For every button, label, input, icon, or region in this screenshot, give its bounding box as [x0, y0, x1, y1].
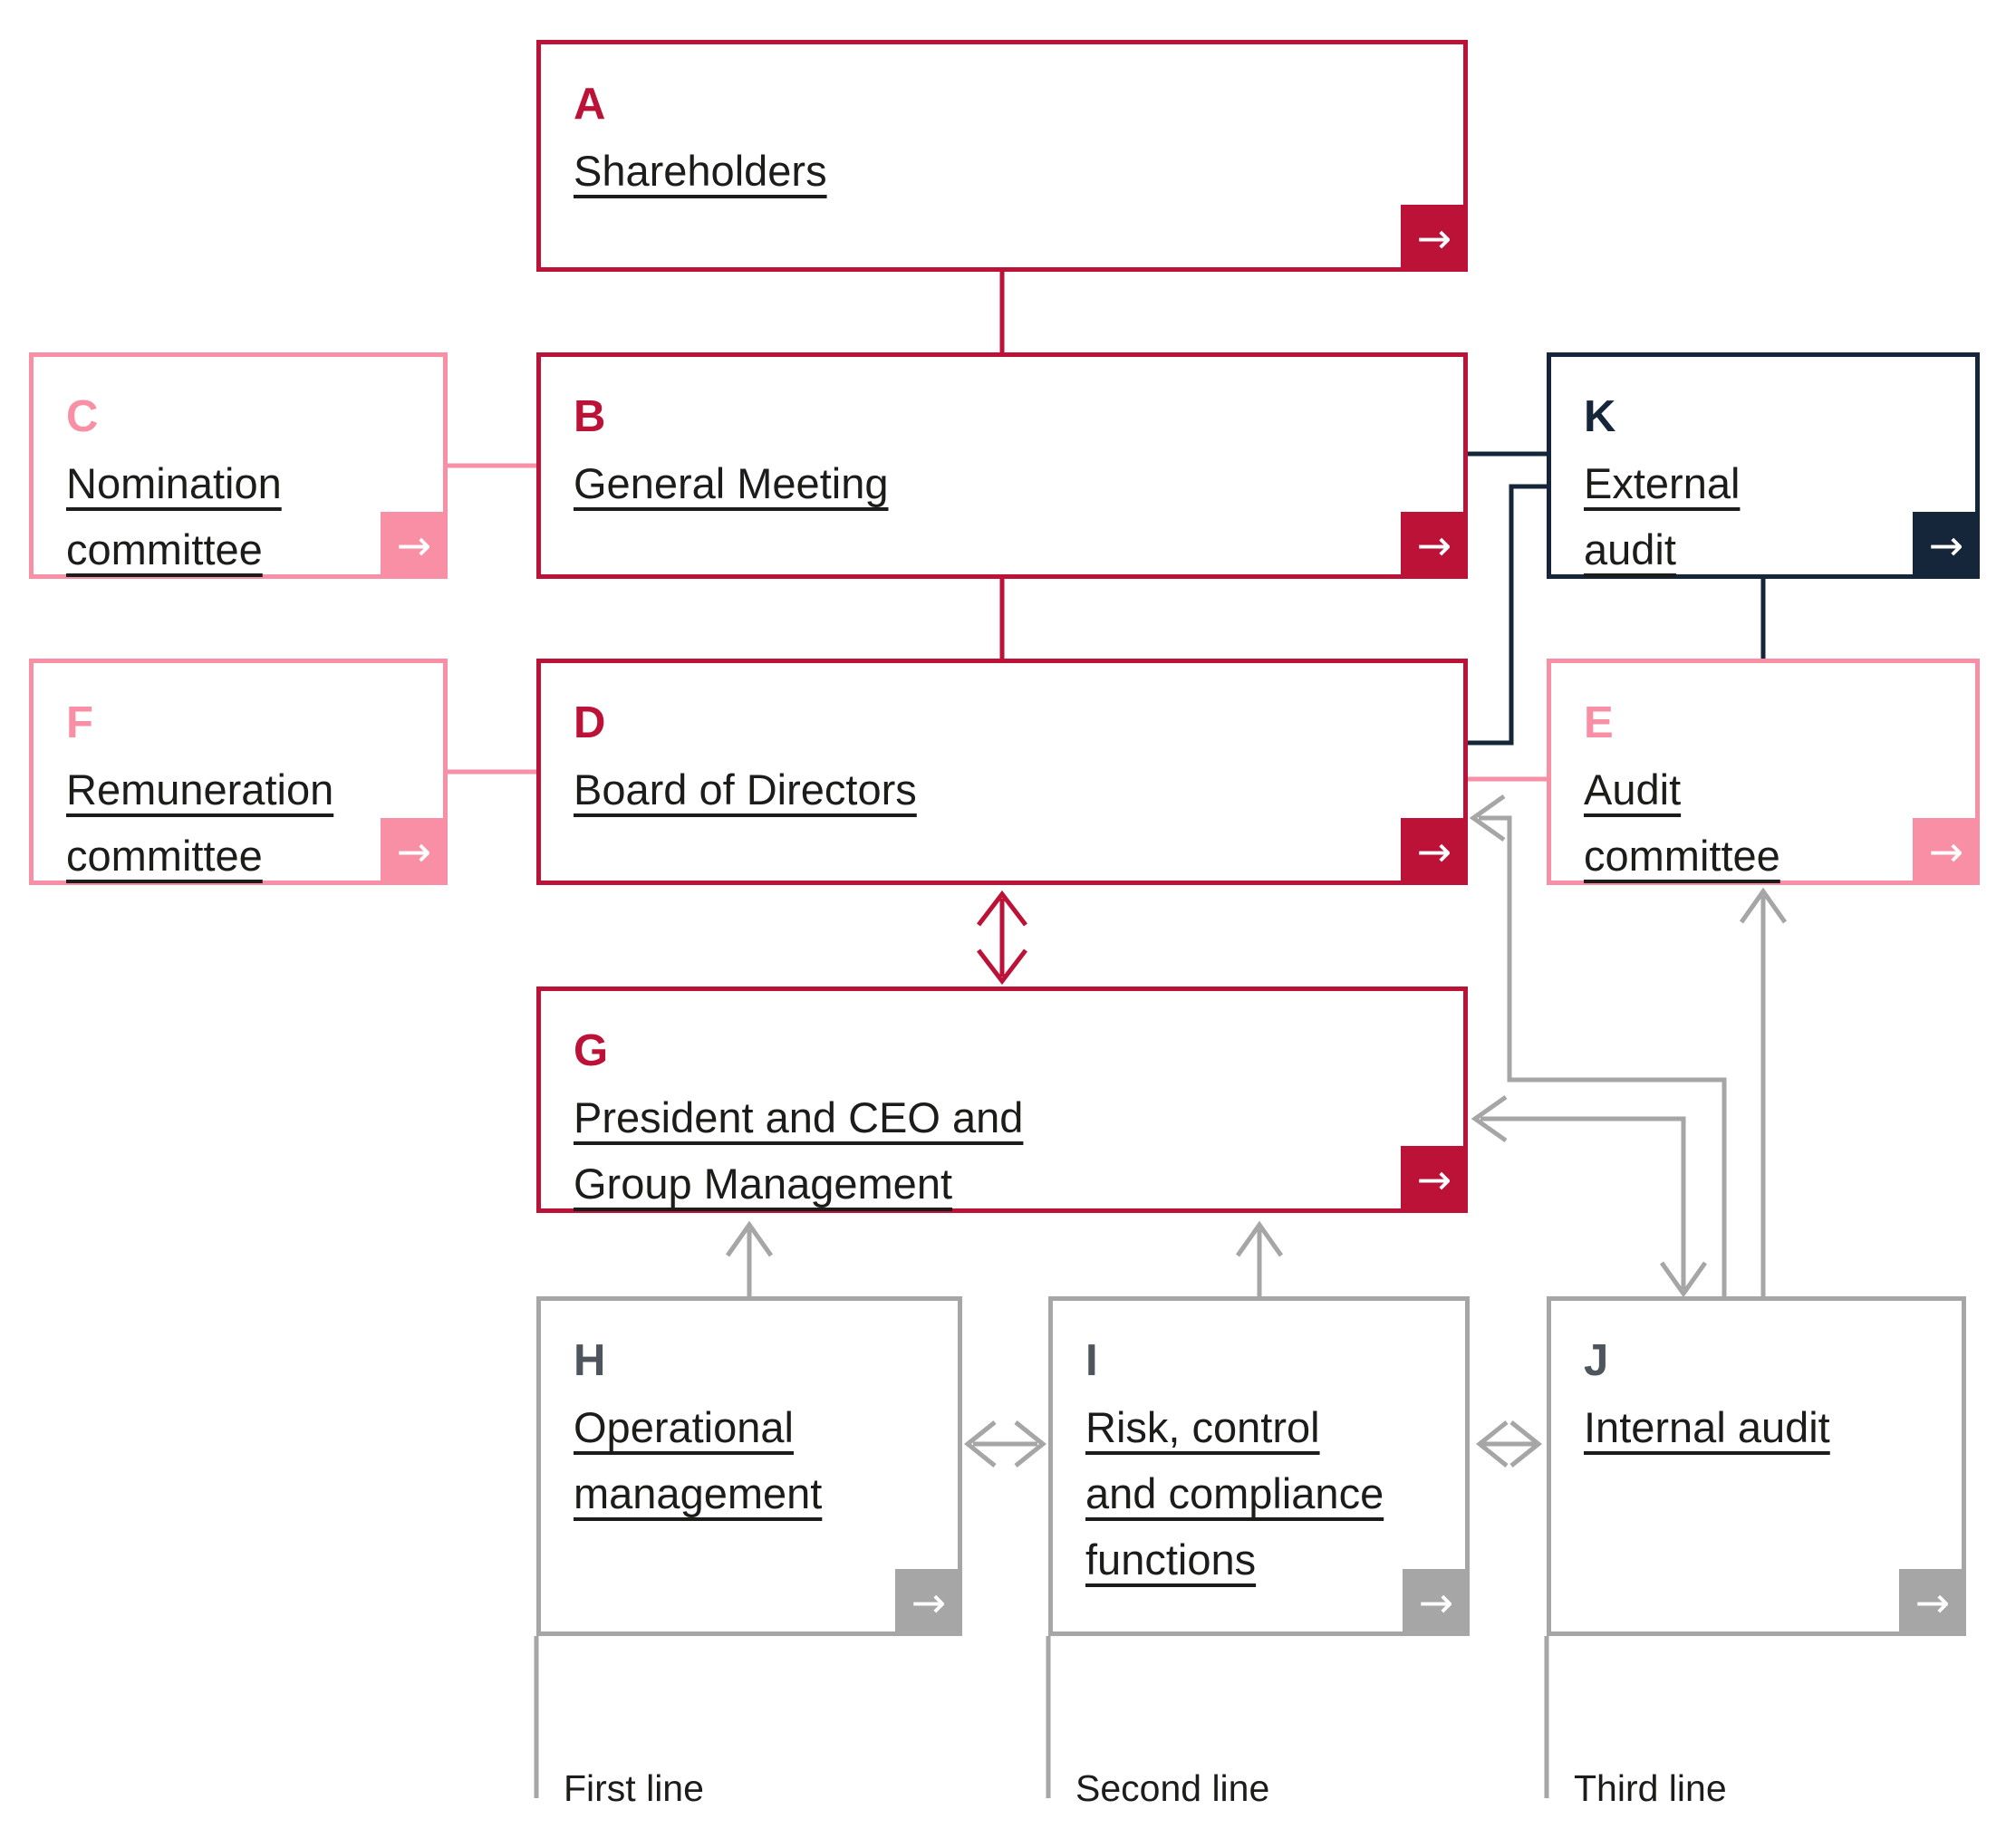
box-letter: B	[574, 392, 606, 441]
connector-externalaudit-board	[1468, 484, 1547, 746]
board-of-directors-link[interactable]: Board of Directors	[574, 765, 917, 813]
second-line-label: Second line	[1075, 1767, 1270, 1809]
remuneration-committee-link[interactable]: Remuneration committee	[66, 765, 334, 880]
box-remuneration-committee: F Remuneration committee →	[29, 659, 448, 885]
box-letter: E	[1584, 698, 1614, 747]
box-letter: F	[66, 698, 93, 747]
arrow-right-icon[interactable]: →	[381, 512, 448, 579]
arrow-right-icon[interactable]: →	[895, 1569, 962, 1636]
box-general-meeting: B General Meeting →	[536, 352, 1468, 579]
arrow-right-icon[interactable]: →	[1401, 512, 1468, 579]
arrow-right-icon[interactable]: →	[1401, 1146, 1468, 1213]
connector-risk-to-ceo-arrow	[1235, 1220, 1284, 1296]
arrow-right-icon[interactable]: →	[1401, 205, 1468, 272]
connector-ceo-internalaudit-doublearrow	[1471, 1094, 1708, 1298]
box-letter: D	[574, 698, 606, 747]
box-internal-audit: J Internal audit →	[1547, 1296, 1966, 1636]
box-letter: H	[574, 1336, 606, 1385]
internal-audit-link[interactable]: Internal audit	[1584, 1403, 1830, 1451]
box-shareholders: A Shareholders →	[536, 40, 1468, 272]
connector-board-ceo-doublearrow	[977, 890, 1027, 986]
arrow-right-icon[interactable]: →	[1401, 818, 1468, 885]
external-audit-link[interactable]: External audit	[1584, 459, 1741, 573]
arrow-right-icon[interactable]: →	[1403, 1569, 1470, 1636]
box-nomination-committee: C Nomination committee →	[29, 352, 448, 579]
box-letter: J	[1584, 1336, 1609, 1385]
first-line-label: First line	[564, 1767, 704, 1809]
box-risk-control-compliance: I Risk, control and compliance functions…	[1048, 1296, 1470, 1636]
connector-internalaudit-to-board-arrow	[1469, 794, 1727, 1296]
connector-operational-risk-doublearrow	[963, 1420, 1047, 1468]
box-letter: G	[574, 1026, 609, 1075]
arrow-right-icon[interactable]: →	[381, 818, 448, 885]
box-letter: I	[1085, 1336, 1098, 1385]
risk-control-compliance-link[interactable]: Risk, control and compliance functions	[1085, 1403, 1384, 1583]
nomination-committee-link[interactable]: Nomination committee	[66, 459, 282, 573]
connector-internalaudit-to-auditcommittee-arrow	[1739, 887, 1788, 1296]
arrow-right-icon[interactable]: →	[1913, 512, 1980, 579]
arrow-right-icon[interactable]: →	[1913, 818, 1980, 885]
president-ceo-link[interactable]: President and CEO and Group Management	[574, 1093, 1024, 1208]
audit-committee-link[interactable]: Audit committee	[1584, 765, 1780, 880]
box-board-of-directors: D Board of Directors →	[536, 659, 1468, 885]
box-letter: C	[66, 392, 99, 441]
connector-operational-to-ceo-arrow	[725, 1220, 774, 1296]
box-external-audit: K External audit →	[1547, 352, 1980, 579]
connector-risk-internalaudit-doublearrow	[1475, 1420, 1543, 1468]
box-president-ceo-group-management: G President and CEO and Group Management…	[536, 987, 1468, 1213]
third-line-label: Third line	[1574, 1767, 1727, 1809]
operational-management-link[interactable]: Operational management	[574, 1403, 823, 1517]
box-letter: A	[574, 80, 606, 129]
box-operational-management: H Operational management →	[536, 1296, 962, 1636]
shareholders-link[interactable]: Shareholders	[574, 147, 827, 195]
box-letter: K	[1584, 392, 1616, 441]
general-meeting-link[interactable]: General Meeting	[574, 459, 889, 507]
arrow-right-icon[interactable]: →	[1899, 1569, 1966, 1636]
box-audit-committee: E Audit committee →	[1547, 659, 1980, 885]
